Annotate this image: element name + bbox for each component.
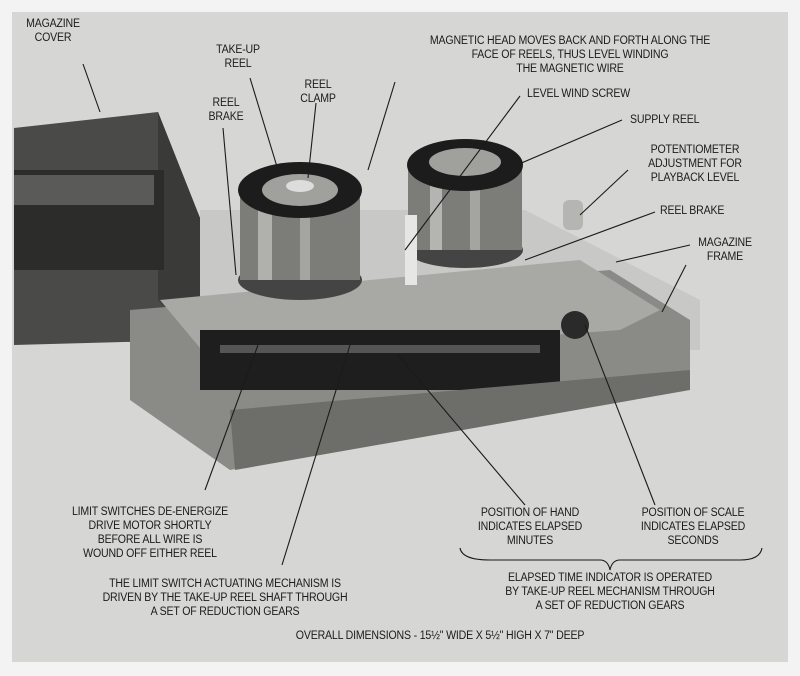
label-potentiometer: POTENTIOMETER ADJUSTMENT FOR PLAYBACK LE… [648,144,742,184]
label-supply-reel: SUPPLY REEL [630,114,700,126]
label-take-up-reel: TAKE-UP REEL [216,44,260,70]
supply-reel [407,139,523,268]
label-magazine-frame: MAGAZINE FRAME [698,237,752,263]
leader-lines [82,63,763,571]
elapsed-seconds-dial [561,311,589,339]
take-up-reel [238,162,362,300]
label-reel-clamp: REEL CLAMP [300,79,336,105]
label-reel-brake-left: REEL BRAKE [208,97,244,123]
label-reel-brake-right: REEL BRAKE [660,205,725,217]
label-limit-switches: LIMIT SWITCHES DE-ENERGIZE DRIVE MOTOR S… [71,506,229,560]
potentiometer-knob [563,200,583,230]
label-elapsed-time-indicator: ELAPSED TIME INDICATOR IS OPERATED BY TA… [505,572,715,612]
label-magazine-cover: MAGAZINE COVER [26,18,80,44]
level-wind-screw [405,215,417,285]
label-position-of-hand: POSITION OF HAND INDICATES ELAPSED MINUT… [477,507,583,547]
label-position-of-scale: POSITION OF SCALE INDICATES ELAPSED SECO… [640,507,746,547]
elapsed-time-brace [459,547,763,571]
magazine-cover [14,112,200,345]
label-overall-dimensions: OVERALL DIMENSIONS - 15½" WIDE X 5½" HIG… [295,630,585,642]
label-magnetic-head: MAGNETIC HEAD MOVES BACK AND FORTH ALONG… [429,35,711,75]
label-level-wind-screw: LEVEL WIND SCREW [527,88,631,100]
label-limit-switch-mechanism: THE LIMIT SWITCH ACTUATING MECHANISM IS … [102,578,348,618]
